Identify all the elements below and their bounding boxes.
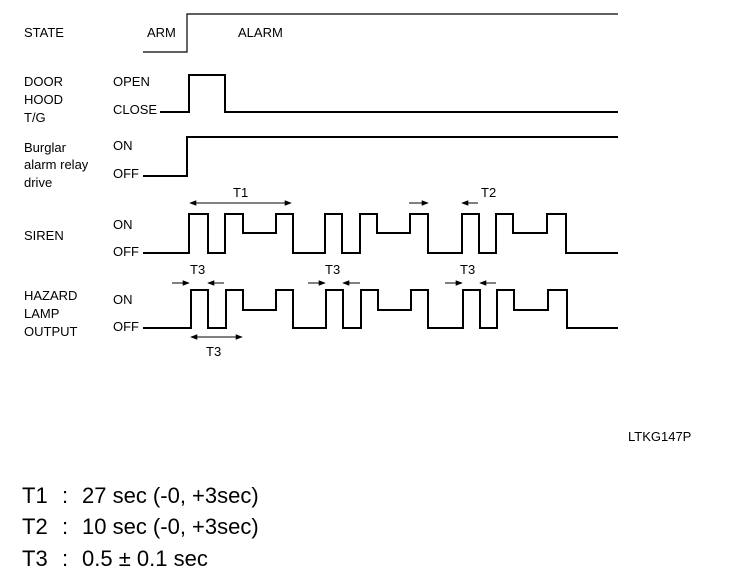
hazard-label-line-3: OUTPUT [24,324,78,339]
legend-t2-sep: : [62,514,68,539]
siren-label: SIREN [24,228,64,243]
legend-t2-value: 10 sec (-0, +3sec) [82,514,259,539]
hazard-off-level: OFF [113,319,139,334]
legend-t3-sep: : [62,546,68,571]
legend-t1-value: 27 sec (-0, +3sec) [82,483,259,508]
t3-mark-2: T3 [325,262,340,277]
hazard-on-level: ON [113,292,133,307]
siren-on-level: ON [113,217,133,232]
hazard-waveform [143,289,618,329]
figure-code: LTKG147P [628,429,691,444]
state-arm-text: ARM [147,25,176,40]
hazard-label-line-2: LAMP [24,306,59,321]
state-waveform [143,13,618,53]
door-label-line-2: HOOD [24,92,63,107]
hazard-label-line-1: HAZARD [24,288,77,303]
door-label-line-1: DOOR [24,74,63,89]
state-label: STATE [24,25,64,40]
legend-t3-value: 0.5 ± 0.1 sec [82,546,208,571]
burglar-off-level: OFF [113,166,139,181]
state-alarm-text: ALARM [238,25,283,40]
siren-off-level: OFF [113,244,139,259]
t3-mark-3: T3 [460,262,475,277]
burglar-label-line-1: Burglar [24,140,67,155]
t1-mark: T1 [233,185,248,200]
t2-mark: T2 [481,185,496,200]
siren-waveform [143,213,618,254]
legend-t1-name: T1 [22,483,48,508]
legend-t3-name: T3 [22,546,48,571]
burglar-label-line-3: drive [24,175,52,190]
t3-mark-1: T3 [190,262,205,277]
burglar-on-level: ON [113,138,133,153]
door-waveform [160,74,618,113]
legend-t2-name: T2 [22,514,48,539]
legend-t1-sep: : [62,483,68,508]
burglar-waveform [143,136,618,177]
t3-mark-4: T3 [206,344,221,359]
door-open-level: OPEN [113,74,150,89]
door-close-level: CLOSE [113,102,157,117]
burglar-label-line-2: alarm relay [24,157,89,172]
door-label-line-3: T/G [24,110,46,125]
